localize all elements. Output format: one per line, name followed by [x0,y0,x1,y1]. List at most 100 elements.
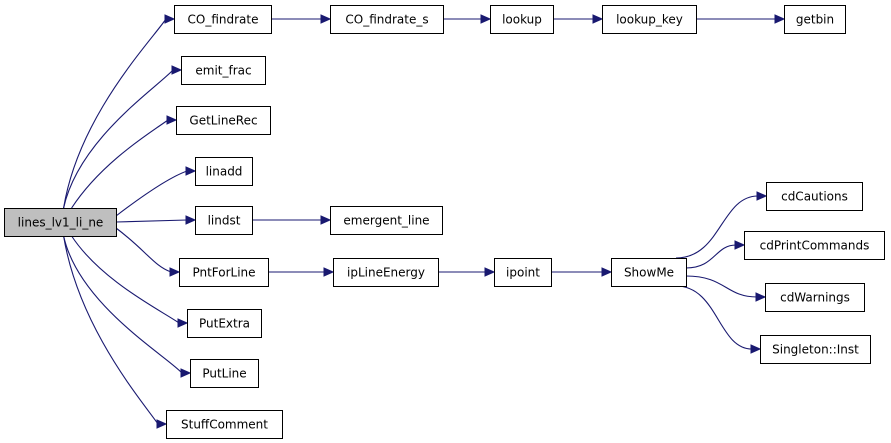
arrowhead-lookup_key [592,14,604,24]
edge-lines_lv1_li_ne-to-PntForLine [115,227,172,273]
node-label-ipLineEnergy: ipLineEnergy [347,266,425,280]
node-label-ipoint: ipoint [506,266,540,280]
edge-ShowMe-to-cdCautions [675,195,759,259]
node-label-ShowMe: ShowMe [624,266,674,280]
arrowhead-lookup [480,14,492,24]
node-label-lindst: lindst [208,214,241,228]
node-PutLine[interactable]: PutLine [190,359,259,388]
node-box-cdPrintCommands[interactable] [744,231,885,260]
arrowhead-ipoint [484,267,496,277]
node-box-ShowMe[interactable] [611,258,687,287]
node-Singleton_Inst[interactable]: Singleton::Inst [760,335,871,364]
node-label-cdWarnings: cdWarnings [780,291,850,305]
node-box-getbin[interactable] [784,5,846,34]
node-box-PutLine[interactable] [190,359,259,388]
node-box-cdCautions[interactable] [766,182,863,211]
edge-lines_lv1_li_ne-to-emit_frac [63,69,174,209]
arrowhead-StuffComment [156,419,168,429]
node-label-PutExtra: PutExtra [199,317,250,331]
node-label-lookup: lookup [502,13,542,27]
node-label-GetLineRec: GetLineRec [189,114,257,128]
arrowhead-Singleton_Inst [750,344,762,354]
node-box-GetLineRec[interactable] [176,106,271,135]
node-box-lines_lv1_li_ne[interactable] [4,208,117,237]
node-label-CO_findrate_s: CO_findrate_s [345,13,428,27]
node-lookup_key[interactable]: lookup_key [602,5,697,34]
node-CO_findrate_s[interactable]: CO_findrate_s [330,5,444,34]
node-box-PntForLine[interactable] [179,258,269,287]
edge-ShowMe-to-Singleton_Inst [675,285,753,350]
node-CO_findrate[interactable]: CO_findrate [174,5,272,34]
arrowhead-ipLineEnergy [323,267,335,277]
node-label-CO_findrate: CO_findrate [188,13,259,27]
node-lines_lv1_li_ne[interactable]: lines_lv1_li_ne [4,208,117,237]
node-label-getbin: getbin [796,13,834,27]
edge-lines_lv1_li_ne-to-linadd [115,170,188,217]
arrowhead-getbin [774,14,786,24]
node-label-emergent_line: emergent_line [343,214,429,228]
arrowhead-cdWarnings [755,292,767,302]
arrowhead-cdPrintCommands [734,240,746,250]
arrowhead-GetLineRec [166,115,178,125]
node-emergent_line[interactable]: emergent_line [330,206,443,235]
node-lindst[interactable]: lindst [195,206,253,235]
edge-lines_lv1_li_ne-to-PutExtra [71,235,180,324]
node-linadd[interactable]: linadd [195,157,253,186]
node-emit_frac[interactable]: emit_frac [181,56,266,85]
arrowhead-PntForLine [169,267,181,277]
node-box-linadd[interactable] [195,157,253,186]
node-cdPrintCommands[interactable]: cdPrintCommands [744,231,885,260]
arrowhead-emit_frac [171,65,183,75]
node-cdCautions[interactable]: cdCautions [766,182,863,211]
node-box-lookup_key[interactable] [602,5,697,34]
arrowhead-CO_findrate_s [320,14,332,24]
node-box-PutExtra[interactable] [187,309,262,338]
node-lookup[interactable]: lookup [490,5,554,34]
edge-ShowMe-to-cdPrintCommands [685,244,737,269]
arrowhead-PutLine [180,368,192,378]
node-box-CO_findrate_s[interactable] [330,5,444,34]
arrowhead-emergent_line [320,215,332,225]
edges-layer [63,14,786,429]
node-label-PutLine: PutLine [202,367,246,381]
node-label-cdCautions: cdCautions [781,190,848,204]
node-PutExtra[interactable]: PutExtra [187,309,262,338]
node-box-Singleton_Inst[interactable] [760,335,871,364]
node-box-lindst[interactable] [195,206,253,235]
node-box-ipLineEnergy[interactable] [333,258,439,287]
node-ipLineEnergy[interactable]: ipLineEnergy [333,258,439,287]
node-box-cdWarnings[interactable] [765,283,865,312]
node-GetLineRec[interactable]: GetLineRec [176,106,271,135]
arrowhead-linadd [185,166,197,176]
node-cdWarnings[interactable]: cdWarnings [765,283,865,312]
arrowhead-ShowMe [601,267,613,277]
node-label-PntForLine: PntForLine [192,266,255,280]
node-label-linadd: linadd [206,165,243,179]
node-box-lookup[interactable] [490,5,554,34]
edge-lines_lv1_li_ne-to-CO_findrate [63,18,167,209]
arrowhead-PutExtra [177,318,189,328]
node-label-emit_frac: emit_frac [195,64,251,78]
arrowhead-cdCautions [756,191,768,201]
node-getbin[interactable]: getbin [784,5,846,34]
node-label-lookup_key: lookup_key [616,13,683,27]
node-StuffComment[interactable]: StuffComment [166,410,283,439]
node-label-StuffComment: StuffComment [181,418,268,432]
edge-lines_lv1_li_ne-to-lindst [115,219,188,223]
node-ipoint[interactable]: ipoint [494,258,552,287]
node-box-StuffComment[interactable] [166,410,283,439]
node-box-CO_findrate[interactable] [174,5,272,34]
arrowhead-CO_findrate [164,14,176,24]
node-label-lines_lv1_li_ne: lines_lv1_li_ne [18,216,104,230]
edge-ShowMe-to-cdWarnings [685,275,758,298]
node-box-ipoint[interactable] [494,258,552,287]
edge-lines_lv1_li_ne-to-GetLineRec [71,119,169,209]
node-box-emergent_line[interactable] [330,206,443,235]
edge-lines_lv1_li_ne-to-StuffComment [63,235,159,425]
node-PntForLine[interactable]: PntForLine [179,258,269,287]
node-box-emit_frac[interactable] [181,56,266,85]
node-ShowMe[interactable]: ShowMe [611,258,687,287]
node-label-cdPrintCommands: cdPrintCommands [760,239,870,253]
